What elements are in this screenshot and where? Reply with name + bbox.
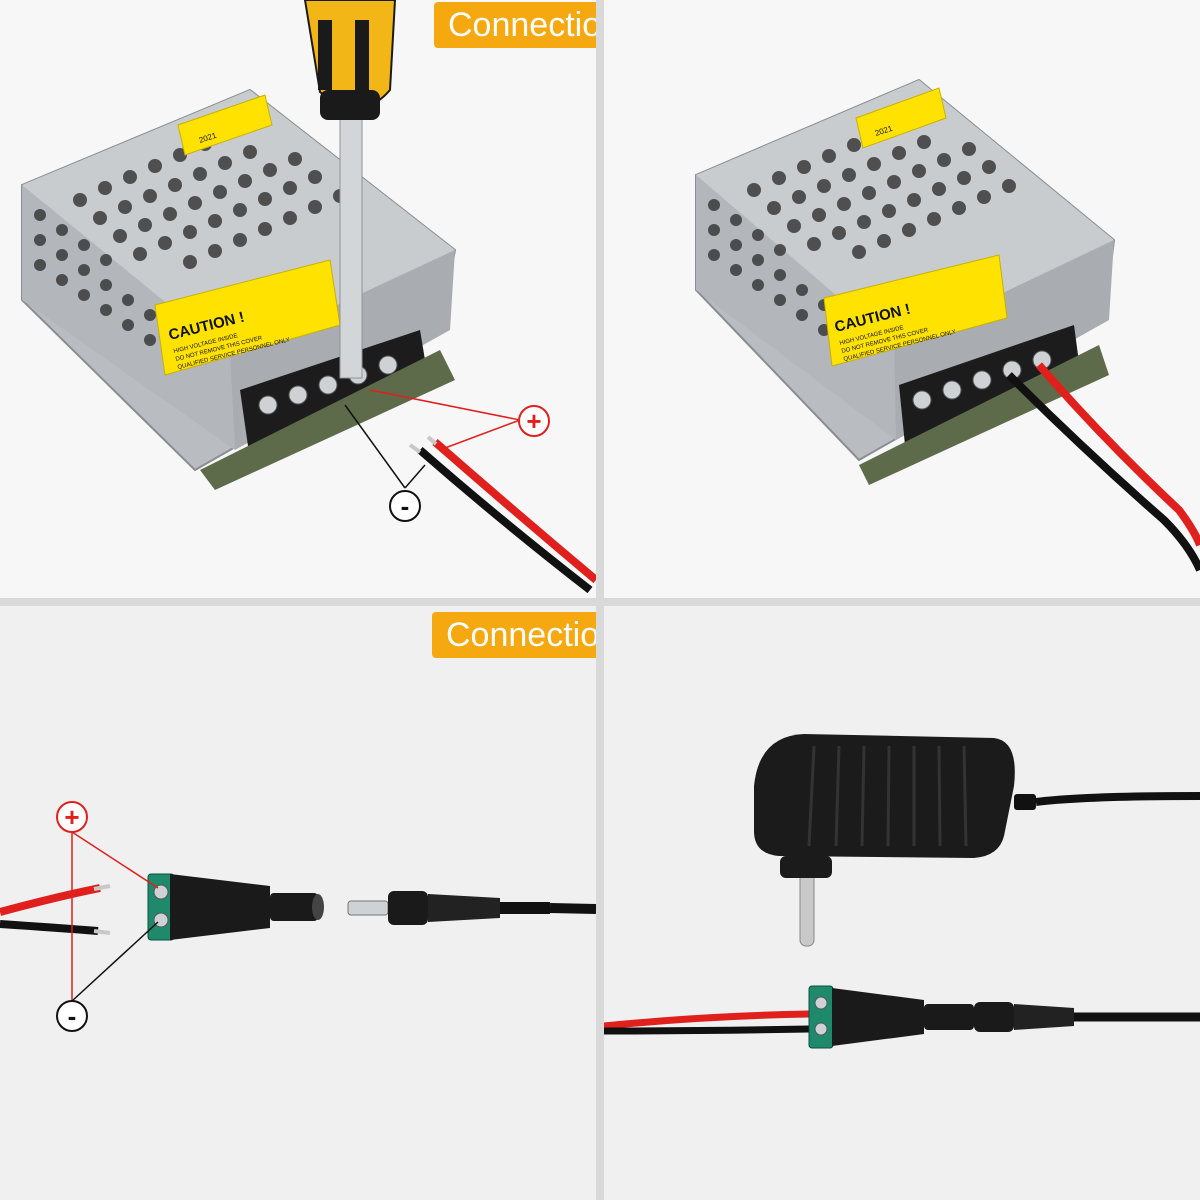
panel-psu-connected: CAUTION ! HIGH VOLTAGE INSIDE DO NOT REM… bbox=[604, 0, 1200, 598]
banner-connection-mode-1: Connection mode I bbox=[434, 2, 596, 48]
panel-wall-adapter bbox=[604, 606, 1200, 1200]
dc-plug-icon bbox=[347, 891, 596, 925]
dc-plug-icon bbox=[974, 1002, 1200, 1032]
dc-jack-illustration: + - bbox=[0, 801, 596, 1032]
minus-marker: - bbox=[389, 490, 421, 522]
minus-label: - bbox=[68, 1001, 77, 1031]
dc-jack-icon bbox=[147, 873, 324, 941]
plus-label: + bbox=[526, 406, 541, 436]
screwdriver-icon bbox=[303, 0, 397, 379]
vertical-divider bbox=[596, 0, 604, 1200]
banner-connection-mode-2: Connection mode II bbox=[432, 612, 596, 658]
wall-adapter-illustration bbox=[604, 734, 1200, 1049]
plus-marker: + bbox=[56, 801, 88, 833]
panel-psu-screwdriver: CAUTION ! HIGH VOLTAGE INSIDE DO NOT REM… bbox=[0, 0, 596, 598]
plus-marker: + bbox=[518, 405, 550, 437]
psu-screwdriver-illustration: CAUTION ! HIGH VOLTAGE INSIDE DO NOT REM… bbox=[21, 0, 596, 594]
wall-adapter-icon bbox=[754, 734, 1036, 947]
psu-connected-illustration: CAUTION ! HIGH VOLTAGE INSIDE DO NOT REM… bbox=[695, 78, 1200, 572]
minus-label: - bbox=[401, 491, 410, 521]
plus-label: + bbox=[64, 802, 79, 832]
psu-icon: CAUTION ! HIGH VOLTAGE INSIDE DO NOT REM… bbox=[695, 78, 1116, 485]
minus-marker: - bbox=[56, 1000, 88, 1032]
panel-dc-jack: + - Connection mode II bbox=[0, 606, 596, 1200]
psu-icon: CAUTION ! HIGH VOLTAGE INSIDE DO NOT REM… bbox=[21, 88, 457, 490]
dc-jack-icon bbox=[808, 985, 974, 1049]
